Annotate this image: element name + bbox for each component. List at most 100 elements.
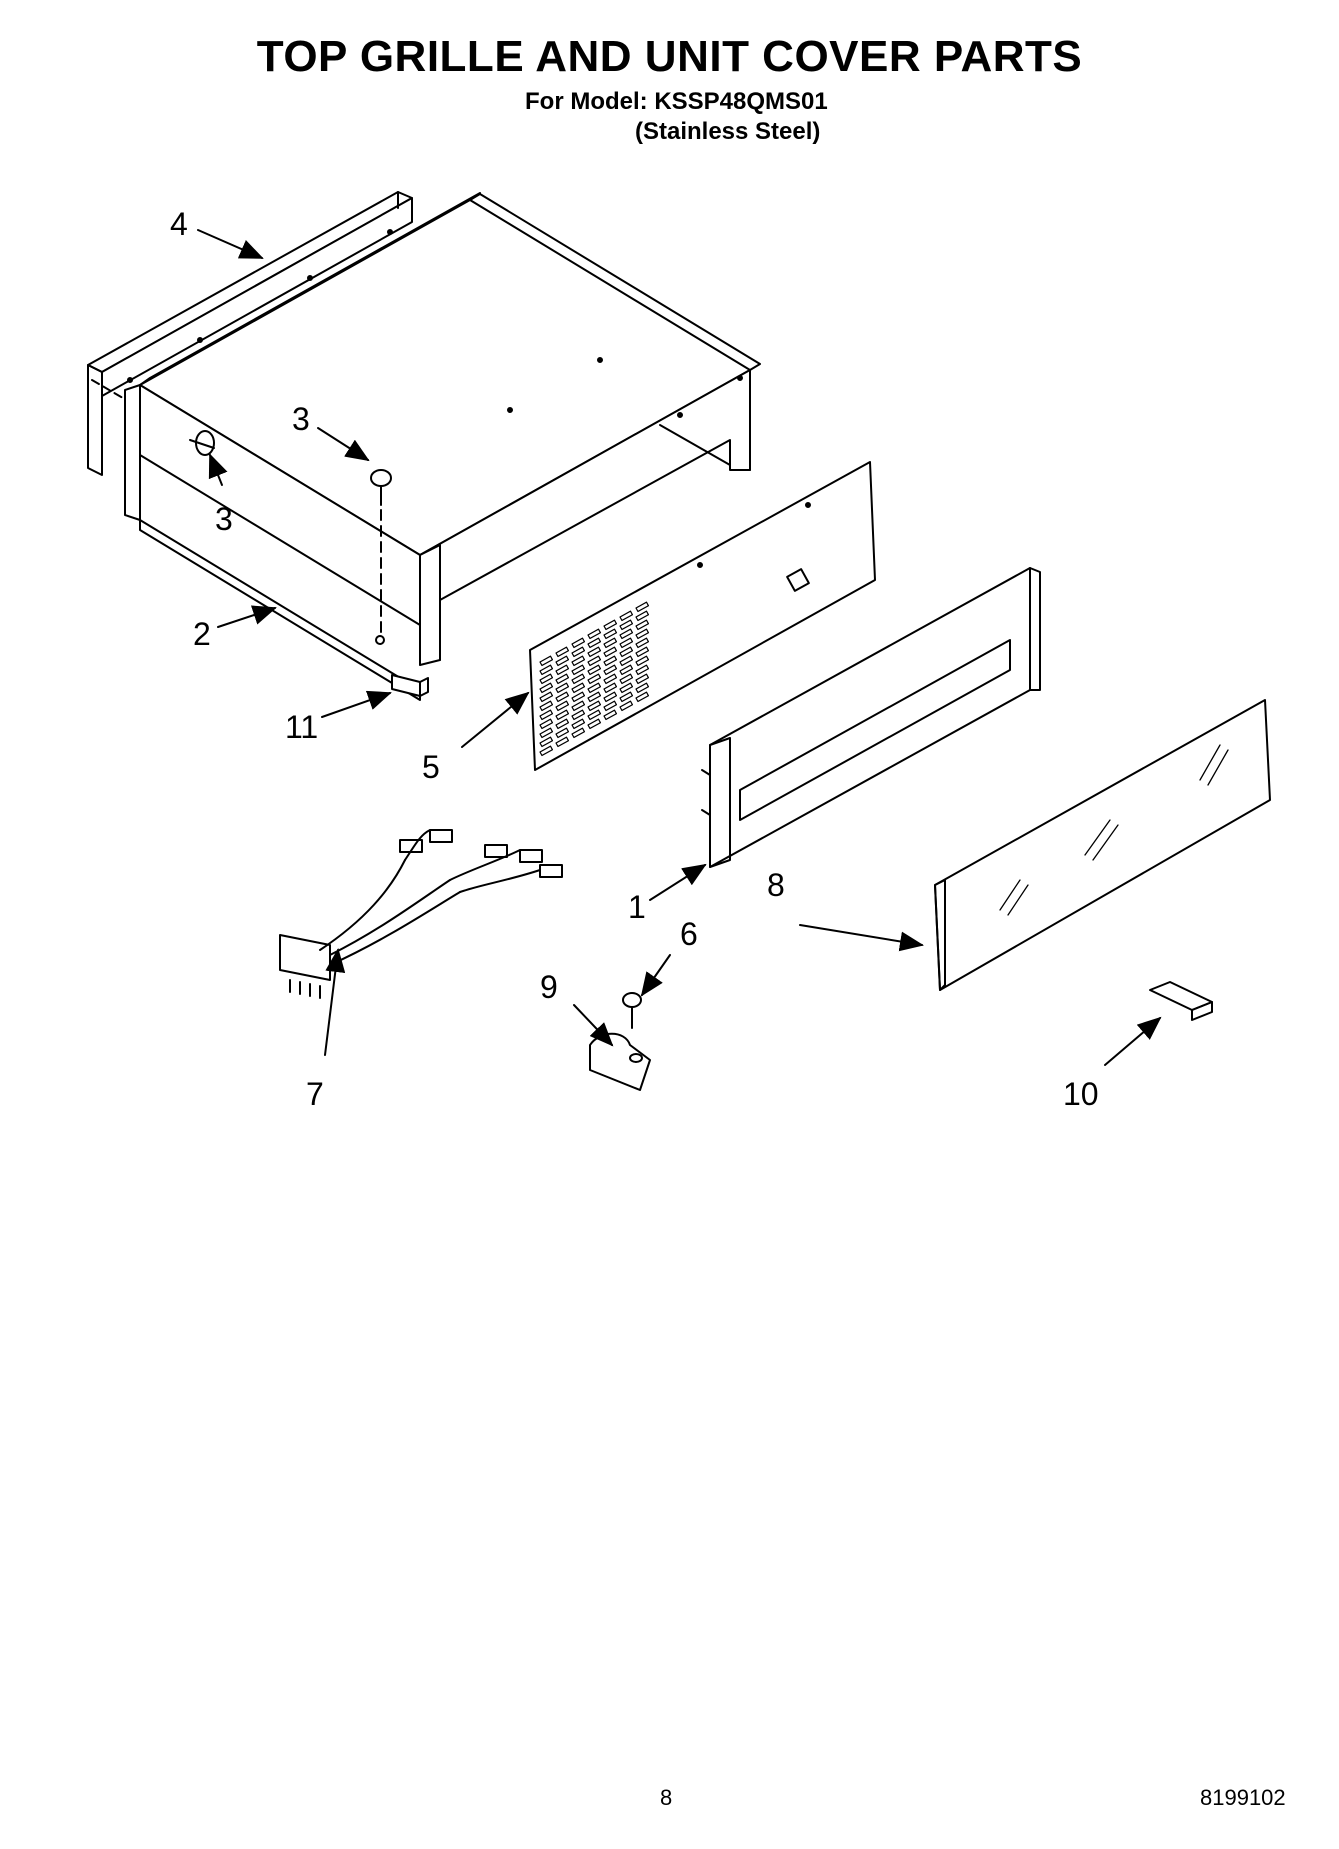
louver-slot [555, 727, 570, 739]
callout-8: 8 [767, 867, 785, 903]
louver-slot [635, 610, 650, 622]
louver-slot [603, 691, 618, 703]
part-4-rear-bracket [87, 191, 413, 476]
louver-slot [619, 628, 634, 640]
part-2-unit-cover [124, 192, 761, 701]
callout-10: 10 [1063, 1076, 1099, 1112]
louver-slot [571, 682, 586, 694]
louver-slot [587, 664, 602, 676]
part-3-screw-top [370, 469, 392, 633]
louver-slot [555, 691, 570, 703]
louver-slot [571, 709, 586, 721]
louver-slot [635, 637, 650, 649]
louver-slot [571, 655, 586, 667]
callout-9: 9 [540, 969, 558, 1005]
page-number: 8 [660, 1785, 673, 1810]
callout-3-side: 3 [215, 501, 233, 537]
louver-slot [539, 655, 554, 667]
louver-slot [555, 700, 570, 712]
louver-slot [619, 646, 634, 658]
page-title: TOP GRILLE AND UNIT COVER PARTS [256, 32, 1083, 81]
louver-slot [555, 655, 570, 667]
louver-slot [635, 646, 650, 658]
louver-slot [555, 718, 570, 730]
callout-11: 11 [285, 709, 318, 745]
louver-slot [539, 691, 554, 703]
callout-2: 2 [193, 616, 211, 652]
callout-3-top: 3 [292, 401, 310, 437]
louver-slot [587, 691, 602, 703]
louver-slot [587, 718, 602, 730]
louver-slot [635, 655, 650, 667]
document-number: 8199102 [1200, 1785, 1286, 1810]
louver-slot [635, 682, 650, 694]
louver-slot [619, 691, 634, 703]
louver-slot [539, 664, 554, 676]
louver-slot [587, 709, 602, 721]
louver-slot [539, 718, 554, 730]
louver-slot [603, 664, 618, 676]
louver-slot [555, 664, 570, 676]
louver-slot [539, 673, 554, 685]
louver-slot [587, 628, 602, 640]
louver-slot [571, 727, 586, 739]
louver-slot [603, 655, 618, 667]
louver-slot [635, 673, 650, 685]
louver-slot [603, 619, 618, 631]
louver-slot [571, 718, 586, 730]
louver-slot [635, 628, 650, 640]
louver-slot [555, 736, 570, 748]
louver-slot [555, 646, 570, 658]
callout-labels: 4 3 3 2 11 5 1 8 6 9 7 10 [170, 206, 1099, 1112]
louver-slot [619, 619, 634, 631]
louver-slot [603, 628, 618, 640]
louver-slot [619, 673, 634, 685]
part-9-clamp [589, 1032, 651, 1091]
louver-slot [619, 700, 634, 712]
louver-slot [635, 691, 650, 703]
part-3-screw-side [189, 430, 215, 456]
louver-slot [635, 601, 650, 613]
louver-slot [587, 700, 602, 712]
part-8-glass-panel [934, 699, 1271, 991]
louver-slot [571, 637, 586, 649]
louver-slot [555, 682, 570, 694]
louver-slot [603, 700, 618, 712]
callout-1: 1 [628, 889, 646, 925]
louver-slot [619, 637, 634, 649]
louver-slot [619, 610, 634, 622]
louver-slot [635, 664, 650, 676]
louver-slot [571, 691, 586, 703]
louver-slot [571, 664, 586, 676]
louver-slot [603, 646, 618, 658]
part-7-wire-harness [279, 829, 563, 999]
callout-5: 5 [422, 749, 440, 785]
louver-slot [539, 745, 554, 757]
finish-line: (Stainless Steel) [635, 118, 821, 145]
callout-leaders [197, 229, 1162, 1066]
louver-slot [603, 637, 618, 649]
callout-6: 6 [680, 916, 698, 952]
louver-slot [555, 709, 570, 721]
louver-slot [539, 709, 554, 721]
callout-4: 4 [170, 206, 188, 242]
louver-slot [603, 682, 618, 694]
louver-slot [587, 646, 602, 658]
louver-slot [539, 700, 554, 712]
louver-slot [587, 655, 602, 667]
part-11-clip [391, 674, 429, 697]
louver-slot [619, 682, 634, 694]
louver-slot [587, 682, 602, 694]
louver-slot [539, 727, 554, 739]
model-line: For Model: KSSP48QMS01 [525, 88, 828, 115]
louver-slot [571, 673, 586, 685]
louver-slot [603, 709, 618, 721]
louver-slot [619, 664, 634, 676]
louver-slot [539, 736, 554, 748]
louver-slot [619, 655, 634, 667]
louver-slot [571, 700, 586, 712]
louver-slot [571, 646, 586, 658]
louver-slot [587, 673, 602, 685]
grille-louvers [539, 601, 650, 757]
